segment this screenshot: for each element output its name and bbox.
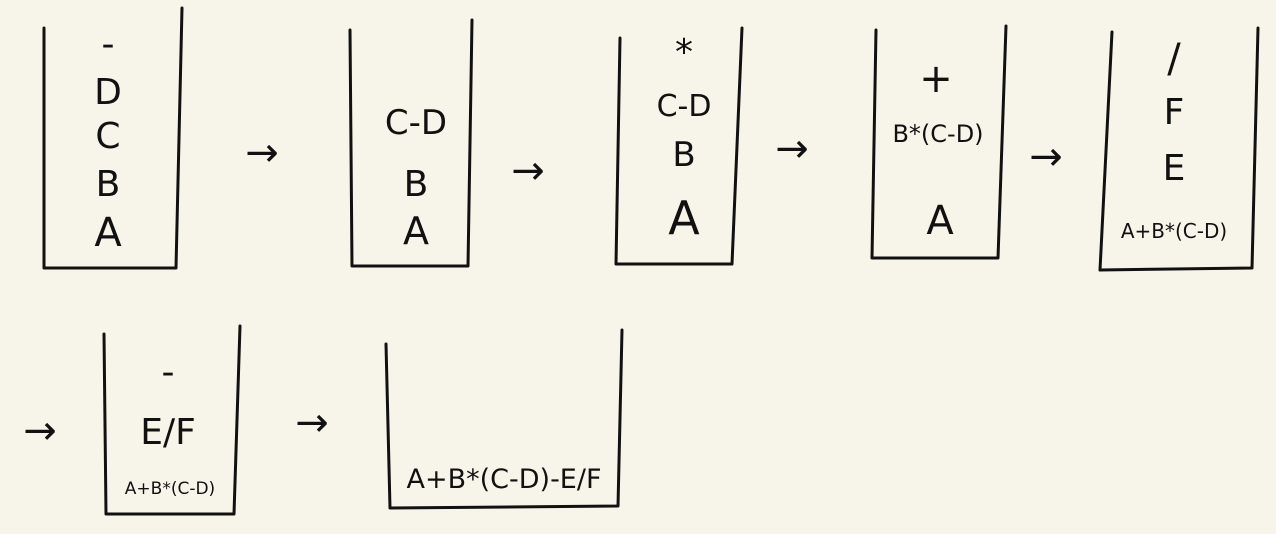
stack-2-item-2: B xyxy=(404,164,429,205)
stack-5-item-1: A+B*(C-D) xyxy=(1121,219,1227,243)
arrow-4-icon: → xyxy=(1029,134,1063,180)
stack-3-item-3: C-D xyxy=(657,89,712,124)
stack-4-container xyxy=(870,24,1008,260)
stack-4: A B*(C-D) + xyxy=(870,24,1008,260)
arrow-5-icon: → xyxy=(23,408,57,454)
stack-5-container xyxy=(1098,26,1260,272)
stack-1-item-3: C xyxy=(95,116,120,157)
stack-1: A B C D - xyxy=(42,6,184,270)
arrow-3-icon: → xyxy=(775,126,809,172)
arrow-2-icon: → xyxy=(511,148,545,194)
stack-5-item-4: / xyxy=(1167,36,1181,82)
stack-7-container xyxy=(384,328,624,510)
stack-2-container xyxy=(348,18,474,268)
stack-7-item-1: A+B*(C-D)-E/F xyxy=(407,464,602,495)
stack-1-container xyxy=(42,6,184,270)
stack-3-item-1: A xyxy=(668,191,700,245)
stack-1-item-1: A xyxy=(94,210,122,256)
stack-2-item-1: A xyxy=(403,209,429,253)
stack-1-item-2: B xyxy=(96,164,121,205)
stack-3-item-2: B xyxy=(672,135,695,175)
stack-5-item-2: E xyxy=(1163,148,1186,189)
stack-1-item-5: - xyxy=(102,24,115,65)
stack-3-item-4: * xyxy=(675,32,693,73)
stack-4-item-1: A xyxy=(926,198,954,244)
stack-4-item-2: B*(C-D) xyxy=(892,120,983,148)
arrow-1-icon: → xyxy=(245,130,279,176)
stack-7: A+B*(C-D)-E/F xyxy=(384,328,624,510)
stack-2-item-3: C-D xyxy=(385,103,447,143)
stack-6-item-2: E/F xyxy=(140,412,196,453)
stack-6-item-3: - xyxy=(162,352,175,393)
stack-6: A+B*(C-D) E/F - xyxy=(102,324,242,516)
stack-6-item-1: A+B*(C-D) xyxy=(125,479,215,499)
stack-1-item-4: D xyxy=(94,72,122,113)
stack-6-container xyxy=(102,324,242,516)
arrow-6-icon: → xyxy=(295,400,329,446)
stack-5-item-3: F xyxy=(1164,92,1185,133)
stack-4-item-3: + xyxy=(919,56,953,102)
stack-2: A B C-D xyxy=(348,18,474,268)
stack-5: A+B*(C-D) E F / xyxy=(1098,26,1260,272)
stack-3: A B C-D * xyxy=(614,26,744,266)
stack-3-container xyxy=(614,26,744,266)
